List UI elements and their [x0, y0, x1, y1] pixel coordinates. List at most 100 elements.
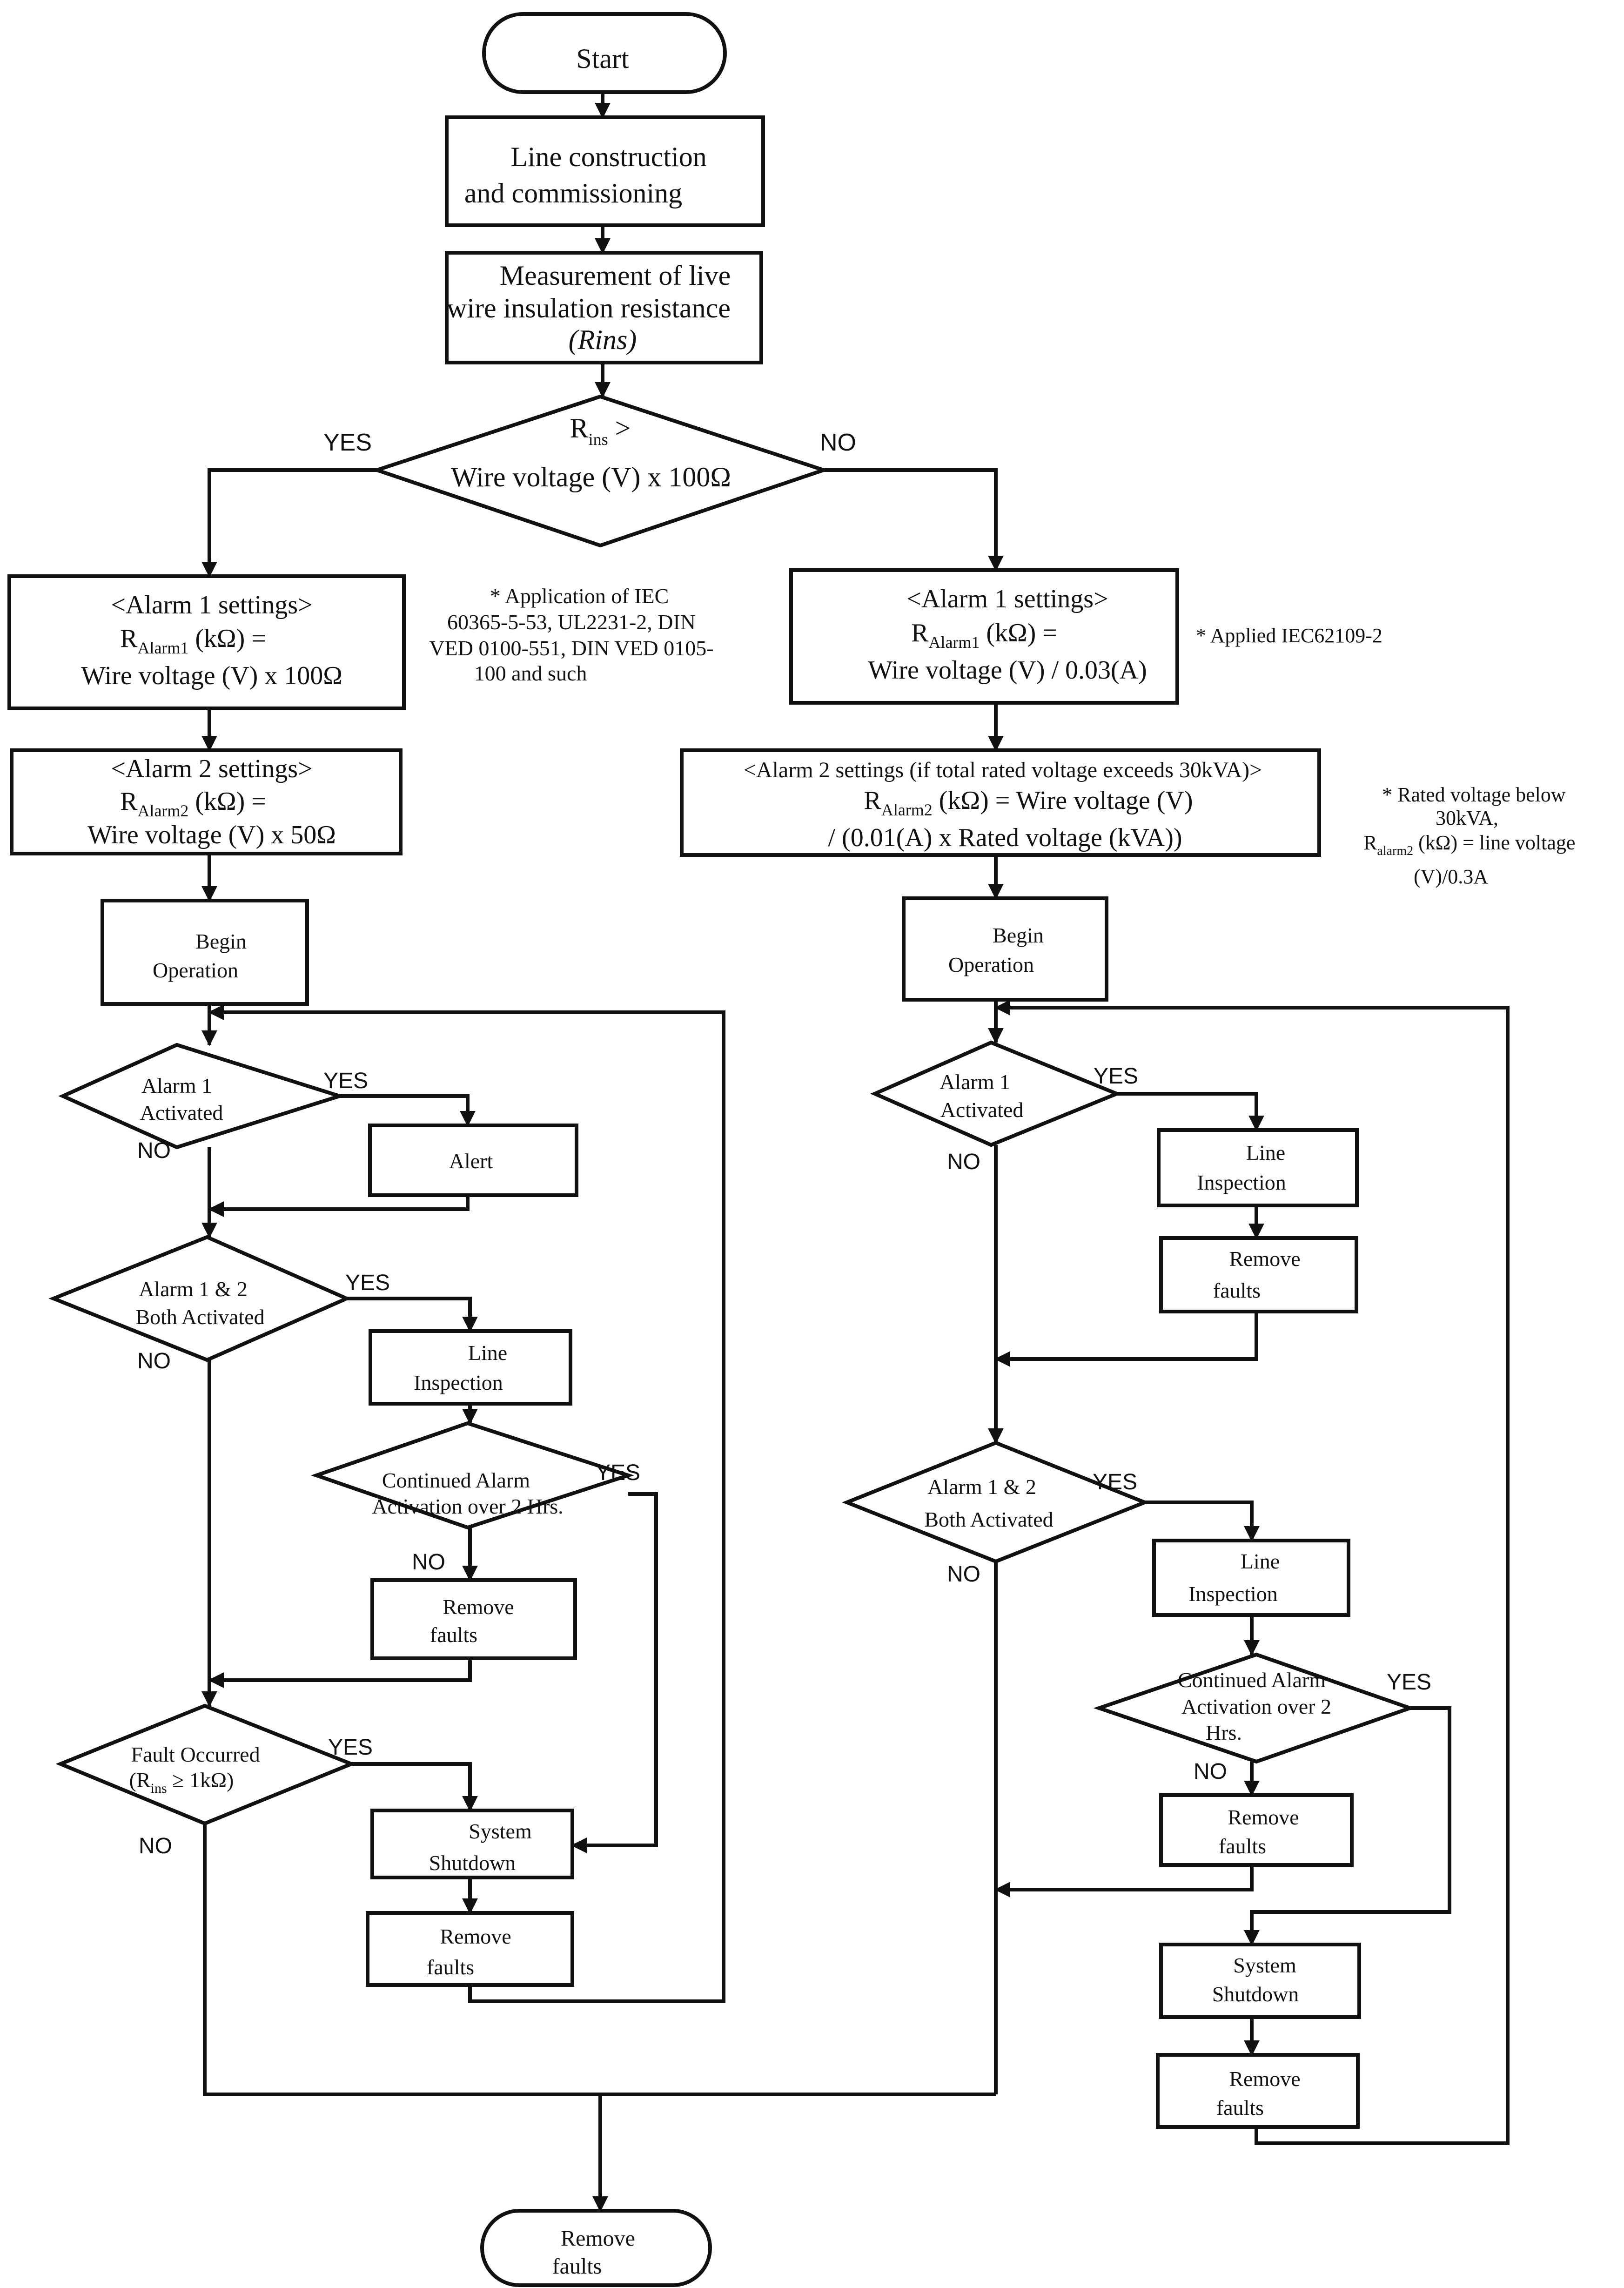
right-d1-yes: YES [1094, 1064, 1138, 1089]
line-construction-label-1: Line construction [510, 141, 707, 172]
left-decision-continued [310, 1421, 634, 1530]
right-d2-label-2: Both Activated [924, 1507, 1053, 1531]
left-d2-no: NO [137, 1349, 171, 1373]
right-alarm1-formula: Wire voltage (V) / 0.03(A) [868, 656, 1147, 685]
right-begin-label-1: Begin [993, 923, 1044, 947]
end-label-1: Remove [561, 2226, 635, 2251]
arrow-decision-yes [201, 468, 377, 578]
right-alarm1-note: * Applied IEC62109-2 [1196, 624, 1382, 647]
line-construction-label-2: and commissioning [464, 178, 682, 209]
left-alarm1-note-3: VED 0100-551, DIN VED 0105- [429, 636, 713, 660]
right-begin-box [902, 896, 1108, 1002]
right-alarm1-title: <Alarm 1 settings> [906, 585, 1108, 613]
end-label-2: faults [552, 2254, 602, 2279]
right-inspection1-label-2: Inspection [1197, 1171, 1286, 1194]
line-right-remove2-return [994, 1865, 1254, 1898]
left-d3-no: NO [412, 1550, 445, 1575]
measurement-label-2: wire insulation resistance [447, 293, 731, 323]
decision-rins-label-1: Rins > [570, 413, 631, 449]
left-remove1-label-2: faults [430, 1623, 477, 1647]
right-alarm2-r: RAlarm2 (kΩ) = Wire voltage (V) [864, 786, 1193, 819]
right-alarm2-formula: / (0.01(A) x Rated voltage (kVA)) [828, 823, 1182, 852]
left-d3-label-2: Activation over 2 Hrs. [372, 1494, 563, 1518]
left-begin-label-1: Begin [195, 929, 247, 953]
left-remove2-label-2: faults [427, 1955, 474, 1979]
measurement-label-1: Measurement of live [500, 260, 731, 291]
right-remove2-label-2: faults [1219, 1834, 1266, 1858]
decision-rins-yes: YES [323, 429, 372, 456]
left-inspection-label-1: Line [468, 1341, 507, 1365]
line-left-loop-return [208, 1004, 725, 2003]
start-label: Start [576, 43, 629, 74]
left-d1-label-2: Activated [140, 1101, 223, 1124]
left-d2-yes: YES [345, 1271, 390, 1295]
right-shutdown-label-2: Shutdown [1212, 1982, 1299, 2006]
arrow-decision-no [824, 468, 1004, 572]
right-remove1-label-2: faults [1213, 1279, 1261, 1302]
line-left-remove-return [208, 1658, 472, 1688]
right-alarm2-title: <Alarm 2 settings (if total rated voltag… [744, 758, 1262, 782]
right-d3-label-2: Activation over 2 [1181, 1695, 1331, 1718]
right-d2-label-1: Alarm 1 & 2 [927, 1475, 1036, 1499]
right-d1-no: NO [947, 1150, 980, 1174]
arrow-right-d1-yes [1117, 1092, 1264, 1131]
right-remove3-label-1: Remove [1229, 2067, 1300, 2091]
left-alarm1-r: RAlarm1 (kΩ) = [120, 624, 266, 657]
left-alarm2-r: RAlarm2 (kΩ) = [120, 787, 266, 820]
left-remove2-label-1: Remove [440, 1925, 511, 1948]
left-d1-label-1: Alarm 1 [141, 1074, 212, 1097]
left-alarm2-title: <Alarm 2 settings> [111, 754, 312, 783]
left-d2-label-1: Alarm 1 & 2 [139, 1277, 248, 1301]
left-begin-label-2: Operation [153, 958, 238, 982]
left-alarm1-note-2: 60365-5-53, UL2231-2, DIN [447, 610, 696, 634]
arrow-left-d1-yes [340, 1094, 476, 1127]
left-d4-no: NO [139, 1834, 172, 1858]
right-alarm2-note-1: * Rated voltage below [1382, 783, 1566, 806]
decision-rins-label-2: Wire voltage (V) x 100Ω [451, 462, 731, 492]
left-decision-alarm1 [58, 1043, 346, 1150]
left-d3-label-1: Continued Alarm [382, 1468, 530, 1492]
measurement-label-3: (Rins) [569, 324, 637, 355]
right-inspection2-label-2: Inspection [1188, 1582, 1278, 1606]
left-alarm1-note-4: 100 and such [474, 661, 587, 685]
right-d3-label-3: Hrs. [1206, 1721, 1242, 1744]
right-remove1-label-1: Remove [1229, 1247, 1300, 1271]
right-shutdown-box [1159, 1943, 1361, 2019]
left-shutdown-label-2: Shutdown [429, 1851, 516, 1875]
left-alarm1-formula: Wire voltage (V) x 100Ω [81, 661, 342, 690]
right-alarm2-note-4: (V)/0.3A [1414, 865, 1488, 888]
left-inspection-label-2: Inspection [414, 1371, 503, 1394]
left-d4-label-1: Fault Occurred [131, 1743, 260, 1766]
arrow-left-d3-yes [571, 1492, 658, 1853]
decision-rins [371, 394, 830, 548]
arrow-left-d2-yes [347, 1297, 478, 1332]
left-alarm1-note-1: * Application of IEC [490, 584, 669, 608]
left-shutdown-label-1: System [469, 1819, 532, 1843]
right-begin-label-2: Operation [948, 953, 1034, 976]
right-inspection2-label-1: Line [1241, 1549, 1280, 1573]
right-d1-label-1: Alarm 1 [940, 1070, 1010, 1094]
line-left-alert-return [208, 1195, 470, 1217]
right-alarm1-box [789, 568, 1179, 705]
right-alarm1-r: RAlarm1 (kΩ) = [911, 619, 1057, 652]
left-remove1-label-1: Remove [443, 1595, 514, 1619]
right-shutdown-label-1: System [1233, 1953, 1296, 1977]
left-alarm1-title: <Alarm 1 settings> [111, 591, 312, 619]
left-d3-yes: YES [596, 1460, 640, 1485]
decision-rins-no: NO [820, 429, 856, 456]
line-right-remove-return [994, 1312, 1258, 1367]
right-alarm2-note-3: Ralarm2 (kΩ) = line voltage [1363, 831, 1575, 858]
left-d4-label-2: (Rins ≥ 1kΩ) [129, 1768, 234, 1796]
right-remove2-label-1: Remove [1228, 1805, 1299, 1829]
left-decision-both [48, 1235, 351, 1362]
right-d3-yes: YES [1387, 1670, 1431, 1695]
right-inspection1-label-1: Line [1246, 1141, 1285, 1164]
left-d2-label-2: Both Activated [135, 1305, 264, 1329]
right-d3-no: NO [1194, 1759, 1227, 1784]
right-decision-both [842, 1440, 1150, 1564]
arrow-right-d3-yes [1244, 1706, 1451, 1946]
right-d2-no: NO [947, 1562, 980, 1587]
line-right-loop-return [994, 1000, 1510, 2145]
right-decision-continued [1093, 1652, 1416, 1764]
